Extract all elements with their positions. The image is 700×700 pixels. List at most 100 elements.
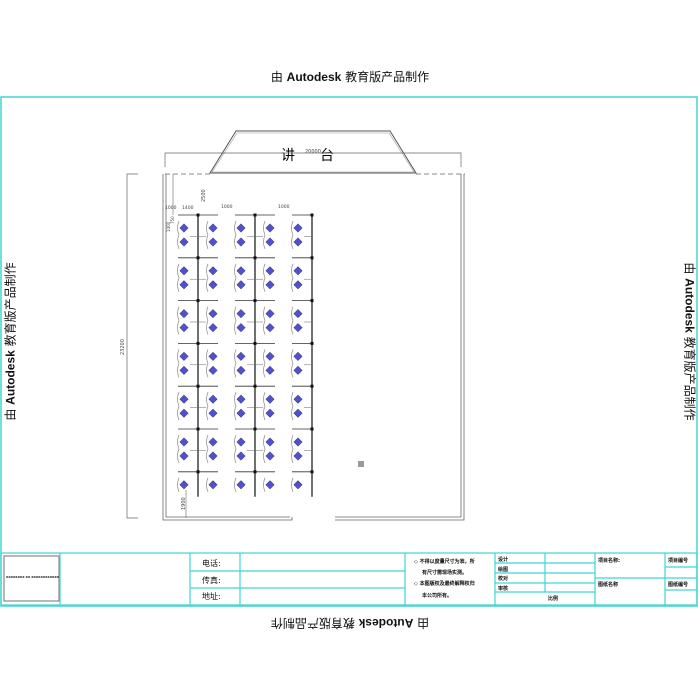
- chair: [179, 437, 189, 447]
- desk-cutout: [206, 406, 209, 421]
- chair: [265, 437, 275, 447]
- desk-cutout: [291, 406, 294, 421]
- desk-cutout: [263, 234, 266, 250]
- chair: [179, 266, 189, 276]
- desk-cutout: [206, 477, 209, 492]
- desk-cutout: [206, 234, 209, 250]
- chair: [293, 365, 303, 375]
- chair: [236, 351, 246, 361]
- chair: [208, 223, 218, 233]
- desk-cutout: [177, 306, 180, 321]
- desk-cutout: [206, 263, 209, 278]
- desk-cutout: [291, 234, 294, 250]
- chair: [265, 237, 275, 247]
- chair: [293, 451, 303, 461]
- chair: [179, 394, 189, 404]
- review-label: 审核: [498, 586, 509, 592]
- chair: [179, 323, 189, 333]
- desk-cutout: [177, 277, 180, 292]
- chair: [208, 266, 218, 276]
- desk-cutout: [177, 392, 180, 407]
- desk-cutout: [177, 448, 180, 464]
- dim-front: 2500: [201, 189, 207, 202]
- stage-label-2: 台: [320, 148, 334, 164]
- desk-cutout: [177, 363, 180, 378]
- desk-cutout: [206, 448, 209, 464]
- desk-joint: [253, 341, 257, 345]
- chair: [179, 451, 189, 461]
- chair: [265, 365, 275, 375]
- dim-left-margin: 1000: [165, 205, 177, 211]
- chair: [179, 280, 189, 290]
- desk-joint: [196, 470, 200, 474]
- chair: [208, 237, 218, 247]
- desk-cutout: [206, 349, 209, 364]
- desk-cutout: [291, 477, 294, 492]
- desk-cutout: [291, 434, 294, 450]
- desk-cutout: [234, 349, 237, 364]
- wall-left: [162, 174, 293, 521]
- watermark-top: 由 Autodesk 教育版产品制作: [270, 70, 430, 84]
- chair: [293, 480, 303, 490]
- desk-joint: [310, 470, 314, 474]
- dim-aisle-1: 1000: [221, 204, 233, 210]
- chair: [179, 365, 189, 375]
- desk-cutout: [291, 263, 294, 278]
- column-marker: [358, 461, 364, 467]
- desk-cutout: [234, 234, 237, 250]
- chair: [265, 394, 275, 404]
- dim-back: 1900: [181, 497, 187, 510]
- desk-cutout: [234, 406, 237, 421]
- chair: [208, 480, 218, 490]
- chair: [265, 351, 275, 361]
- desk-cutout: [206, 277, 209, 292]
- dim-seat: 1400: [166, 221, 171, 232]
- chair: [208, 280, 218, 290]
- project-no-label: 项目编号: [668, 558, 689, 564]
- desk-joint: [253, 256, 257, 260]
- desk-joint: [310, 427, 314, 431]
- chair: [265, 323, 275, 333]
- chair: [265, 280, 275, 290]
- desk-joint: [253, 470, 257, 474]
- desk-cutout: [263, 434, 266, 450]
- chair: [236, 480, 246, 490]
- desk-grid: [177, 213, 314, 497]
- desk-cutout: [263, 349, 266, 364]
- desk-cutout: [206, 434, 209, 450]
- chair: [236, 394, 246, 404]
- desk-joint: [196, 213, 200, 217]
- desk-joint: [196, 384, 200, 388]
- stage: [209, 130, 417, 174]
- dim-depth: 23200: [120, 339, 126, 355]
- chair: [293, 237, 303, 247]
- desk-cutout: [177, 434, 180, 450]
- desk-cutout: [206, 392, 209, 407]
- chair: [179, 309, 189, 319]
- desk-joint: [253, 299, 257, 303]
- desk-cutout: [206, 363, 209, 378]
- desk-cutout: [177, 263, 180, 278]
- desk-cutout: [291, 363, 294, 378]
- desk-joint: [310, 256, 314, 260]
- chair: [236, 280, 246, 290]
- desk-cutout: [234, 448, 237, 464]
- stage-label-1: 讲: [281, 148, 295, 164]
- chair: [265, 408, 275, 418]
- desk-cutout: [177, 220, 180, 236]
- scale-label: 比例: [548, 596, 559, 602]
- chair: [208, 437, 218, 447]
- desk-cutout: [234, 277, 237, 292]
- desk-cutout: [263, 320, 266, 335]
- dim-desk: 1400: [182, 205, 194, 211]
- desk-cutout: [206, 306, 209, 321]
- drawing-name-label: 图纸名称: [598, 582, 619, 588]
- desk-cutout: [291, 320, 294, 335]
- chair: [236, 309, 246, 319]
- desk-cutout: [291, 349, 294, 364]
- note-2b: 本公司所有。: [422, 593, 453, 599]
- desk-joint: [310, 299, 314, 303]
- chair: [293, 408, 303, 418]
- chair: [293, 351, 303, 361]
- chair: [208, 351, 218, 361]
